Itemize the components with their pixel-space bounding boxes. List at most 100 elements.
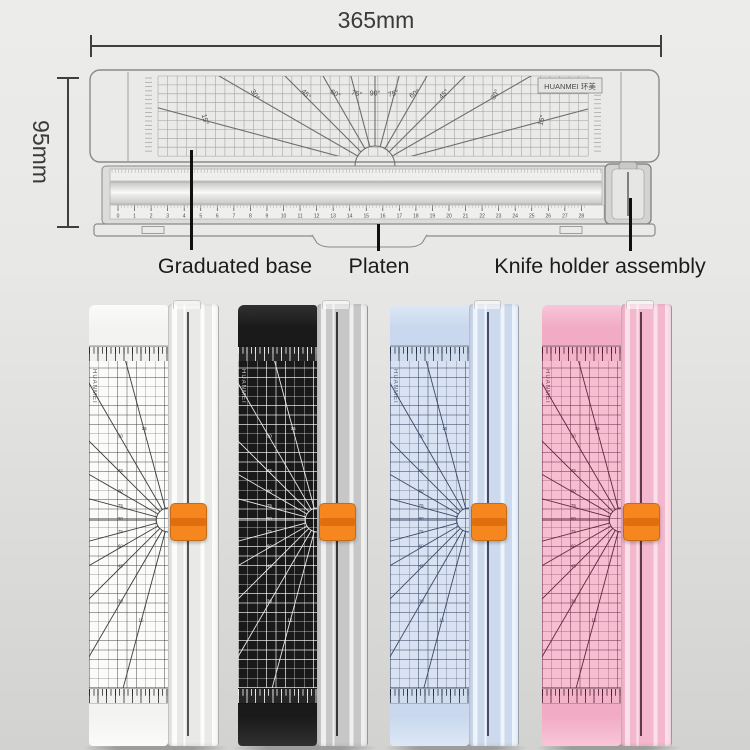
svg-text:90: 90: [118, 516, 124, 521]
base-bottom-cap: [238, 703, 318, 746]
variant-brand-text: HUANMEI: [91, 369, 97, 404]
svg-text:75°: 75°: [387, 88, 399, 99]
svg-text:28: 28: [579, 214, 585, 220]
label-graduated-base: Graduated base: [157, 254, 313, 278]
svg-text:15: 15: [591, 618, 597, 623]
svg-text:30: 30: [419, 599, 424, 604]
rail-top-cap: [473, 300, 502, 309]
svg-text:26: 26: [546, 214, 552, 220]
base-top-cap: [238, 305, 318, 346]
svg-text:75: 75: [118, 529, 124, 534]
ruler-band-top: [542, 346, 622, 363]
knife-slider: [170, 503, 207, 541]
svg-text:15: 15: [595, 426, 601, 431]
svg-text:15: 15: [442, 426, 447, 431]
svg-text:75: 75: [419, 503, 424, 508]
svg-text:90: 90: [267, 516, 273, 521]
rail-top-cap: [626, 300, 655, 309]
base-bottom-cap: [89, 703, 169, 746]
svg-text:18: 18: [413, 214, 419, 220]
dimension-width-tick-left: [90, 35, 92, 57]
svg-text:60: 60: [571, 488, 577, 493]
rail-top-cap: [173, 300, 202, 309]
svg-text:75°: 75°: [351, 88, 363, 99]
rail-top-cap: [322, 300, 351, 309]
knife-slider: [623, 503, 660, 541]
knife-slider: [319, 503, 356, 541]
svg-text:0: 0: [117, 214, 120, 220]
svg-text:15: 15: [287, 618, 293, 623]
svg-text:19: 19: [430, 214, 436, 220]
svg-text:60: 60: [118, 544, 124, 549]
svg-text:75: 75: [571, 529, 577, 534]
svg-text:45: 45: [571, 468, 577, 473]
dimension-width-tick-right: [660, 35, 662, 57]
knife-slider: [470, 503, 508, 541]
svg-text:75: 75: [267, 529, 273, 534]
floor-shadow: [83, 742, 228, 750]
svg-text:24: 24: [512, 214, 518, 220]
dimension-width-label: 365mm: [337, 7, 415, 33]
trimmer-top-view-drawing: 15°30°45°60°75°90°75°60°45°30°15°HUANMEI…: [88, 66, 663, 252]
knife-slider-band: [624, 518, 659, 527]
svg-text:15°: 15°: [200, 113, 211, 125]
svg-text:75: 75: [571, 503, 577, 508]
knife-slider-band: [320, 518, 355, 527]
svg-text:3: 3: [166, 214, 169, 220]
variant-brand-text: HUANMEI: [544, 369, 550, 404]
svg-text:45: 45: [118, 564, 124, 569]
base-bottom-cap: [390, 703, 469, 746]
svg-text:30: 30: [267, 599, 273, 604]
svg-text:90°: 90°: [370, 90, 381, 98]
svg-text:22: 22: [479, 214, 485, 220]
svg-text:75: 75: [419, 529, 424, 534]
svg-text:30: 30: [571, 599, 577, 604]
svg-text:15: 15: [363, 214, 369, 220]
dimension-height-tick-bottom: [57, 226, 79, 228]
svg-text:90: 90: [571, 516, 577, 521]
svg-text:2: 2: [150, 214, 153, 220]
svg-text:10: 10: [281, 214, 287, 220]
label-knife-holder-assembly: Knife holder assembly: [494, 254, 706, 278]
svg-text:23: 23: [496, 214, 502, 220]
base-bottom-cap: [542, 703, 622, 746]
svg-text:45: 45: [118, 468, 124, 473]
svg-text:25: 25: [529, 214, 535, 220]
dimension-height-label: 95mm: [28, 120, 54, 184]
svg-text:60: 60: [419, 544, 424, 549]
svg-text:HUANMEI 环美: HUANMEI 环美: [544, 81, 596, 91]
svg-text:17: 17: [397, 214, 403, 220]
svg-text:60: 60: [118, 488, 124, 493]
base-top-cap: [390, 305, 469, 346]
svg-text:15: 15: [138, 618, 144, 623]
svg-text:15°: 15°: [537, 114, 548, 126]
svg-text:45: 45: [419, 564, 424, 569]
ruler-band-bottom: [542, 688, 622, 705]
svg-text:13: 13: [330, 214, 336, 220]
dimension-height-tick-top: [57, 77, 79, 79]
base-top-cap: [89, 305, 169, 346]
base-top-cap: [542, 305, 622, 346]
pointer-line-knife-holder: [629, 198, 632, 251]
svg-text:60: 60: [571, 544, 577, 549]
svg-text:75: 75: [118, 503, 124, 508]
svg-text:75: 75: [267, 503, 273, 508]
svg-text:4: 4: [183, 214, 186, 220]
svg-text:45: 45: [571, 564, 577, 569]
svg-text:6: 6: [216, 214, 219, 220]
svg-text:5: 5: [199, 214, 202, 220]
svg-text:30: 30: [118, 599, 124, 604]
svg-text:16: 16: [380, 214, 386, 220]
svg-text:60: 60: [419, 488, 424, 493]
ruler-band-top: [390, 346, 469, 363]
dimension-width-line: [90, 45, 662, 47]
ruler-band-top: [89, 346, 169, 363]
svg-text:14: 14: [347, 214, 353, 220]
